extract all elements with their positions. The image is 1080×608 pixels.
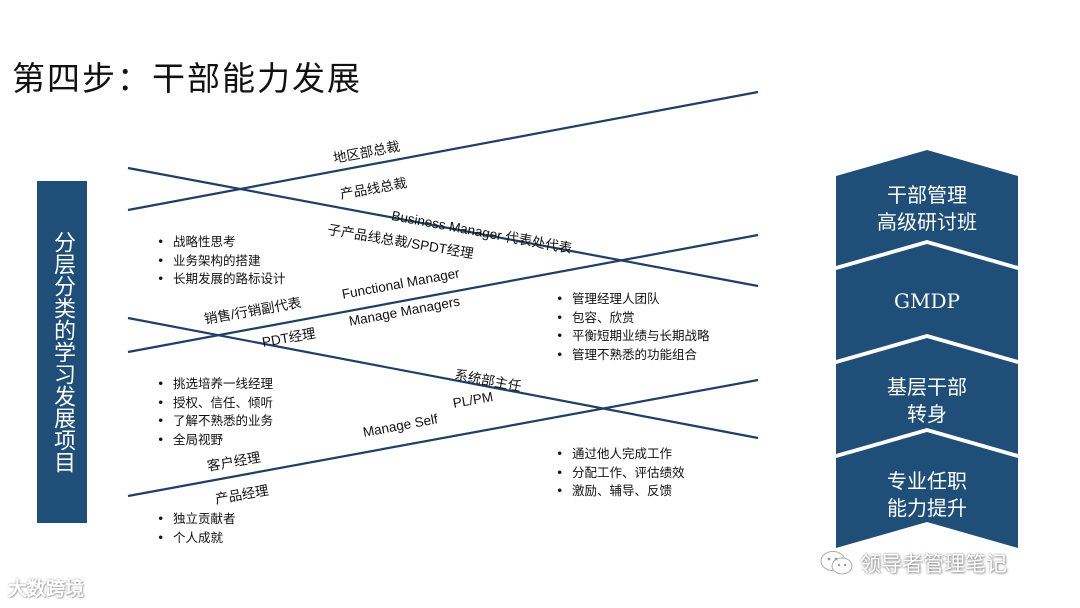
chevron-shape — [836, 150, 1018, 266]
list-item: 长期发展的路标设计 — [157, 270, 286, 289]
list-item: 平衡短期业绩与长期战略 — [556, 327, 710, 346]
bullets-individual: 独立贡献者 个人成就 — [157, 510, 236, 547]
bullets-first-line: 挑选培养一线经理 授权、信任、倾听 了解不熟悉的业务 全局视野 — [157, 375, 273, 449]
watermark-left: 大数跨境 — [8, 574, 84, 601]
bullets-manage-managers: 管理经理人团队 包容、欣赏 平衡短期业绩与长期战略 管理不熟悉的功能组合 — [556, 290, 710, 364]
program-label-line1: 专业任职 — [887, 469, 967, 493]
line-middle-falling — [127, 316, 759, 440]
sidebar-vertical-label: 分层分类的学习发展项目 — [37, 181, 87, 523]
program-block-grassroots-transition: 基层干部 转身 — [836, 338, 1018, 454]
bullets-manage-others: 通过他人完成工作 分配工作、评估绩效 激励、辅导、反馈 — [556, 445, 685, 501]
page-title: 第四步：干部能力发展 — [12, 59, 362, 98]
watermark-left-text: 大数跨境 — [8, 578, 85, 600]
list-item: 管理经理人团队 — [556, 290, 710, 309]
watermark-right-text: 领导者管理笔记 — [860, 552, 1007, 576]
program-label-line2: 转身 — [907, 402, 947, 426]
line-middle-rising — [127, 233, 759, 354]
program-label-line1: 干部管理 — [887, 183, 967, 207]
program-block-senior-seminar: 干部管理 高级研讨班 — [836, 150, 1018, 266]
list-item: 通过他人完成工作 — [556, 445, 685, 464]
list-item: 了解不熟悉的业务 — [157, 412, 273, 431]
wechat-icon — [820, 551, 853, 575]
bullets-strategic: 战略性思考 业务架构的搭建 长期发展的路标设计 — [157, 233, 286, 289]
program-label-line2: 高级研讨班 — [877, 210, 977, 234]
list-item: 分配工作、评估绩效 — [556, 464, 685, 483]
program-label-line1: GMDP — [894, 289, 960, 313]
line-upper-falling — [127, 166, 759, 288]
line-lower-rising — [127, 378, 759, 498]
list-item: 激励、辅导、反馈 — [556, 482, 685, 501]
chevron-shape — [836, 432, 1018, 548]
line-upper-rising — [127, 90, 759, 212]
list-item: 挑选培养一线经理 — [157, 375, 273, 394]
chevron-shape — [836, 338, 1018, 454]
sidebar-label-text: 分层分类的学习发展项目 — [50, 231, 75, 473]
list-item: 独立贡献者 — [157, 510, 236, 529]
watermark-right: 领导者管理笔记 — [820, 548, 1007, 578]
program-label-line1: 基层干部 — [887, 375, 967, 399]
list-item: 包容、欣赏 — [556, 309, 710, 328]
program-block-professional-capability: 专业任职 能力提升 — [836, 432, 1018, 548]
list-item: 个人成就 — [157, 529, 236, 548]
list-item: 全局视野 — [157, 431, 273, 450]
list-item: 授权、信任、倾听 — [157, 394, 273, 413]
list-item: 管理不熟悉的功能组合 — [556, 346, 710, 365]
program-label-line2: 能力提升 — [887, 496, 967, 520]
list-item: 业务架构的搭建 — [157, 252, 286, 271]
list-item: 战略性思考 — [157, 233, 286, 252]
program-block-gmdp: GMDP — [836, 244, 1018, 360]
chevron-shape — [836, 244, 1018, 360]
